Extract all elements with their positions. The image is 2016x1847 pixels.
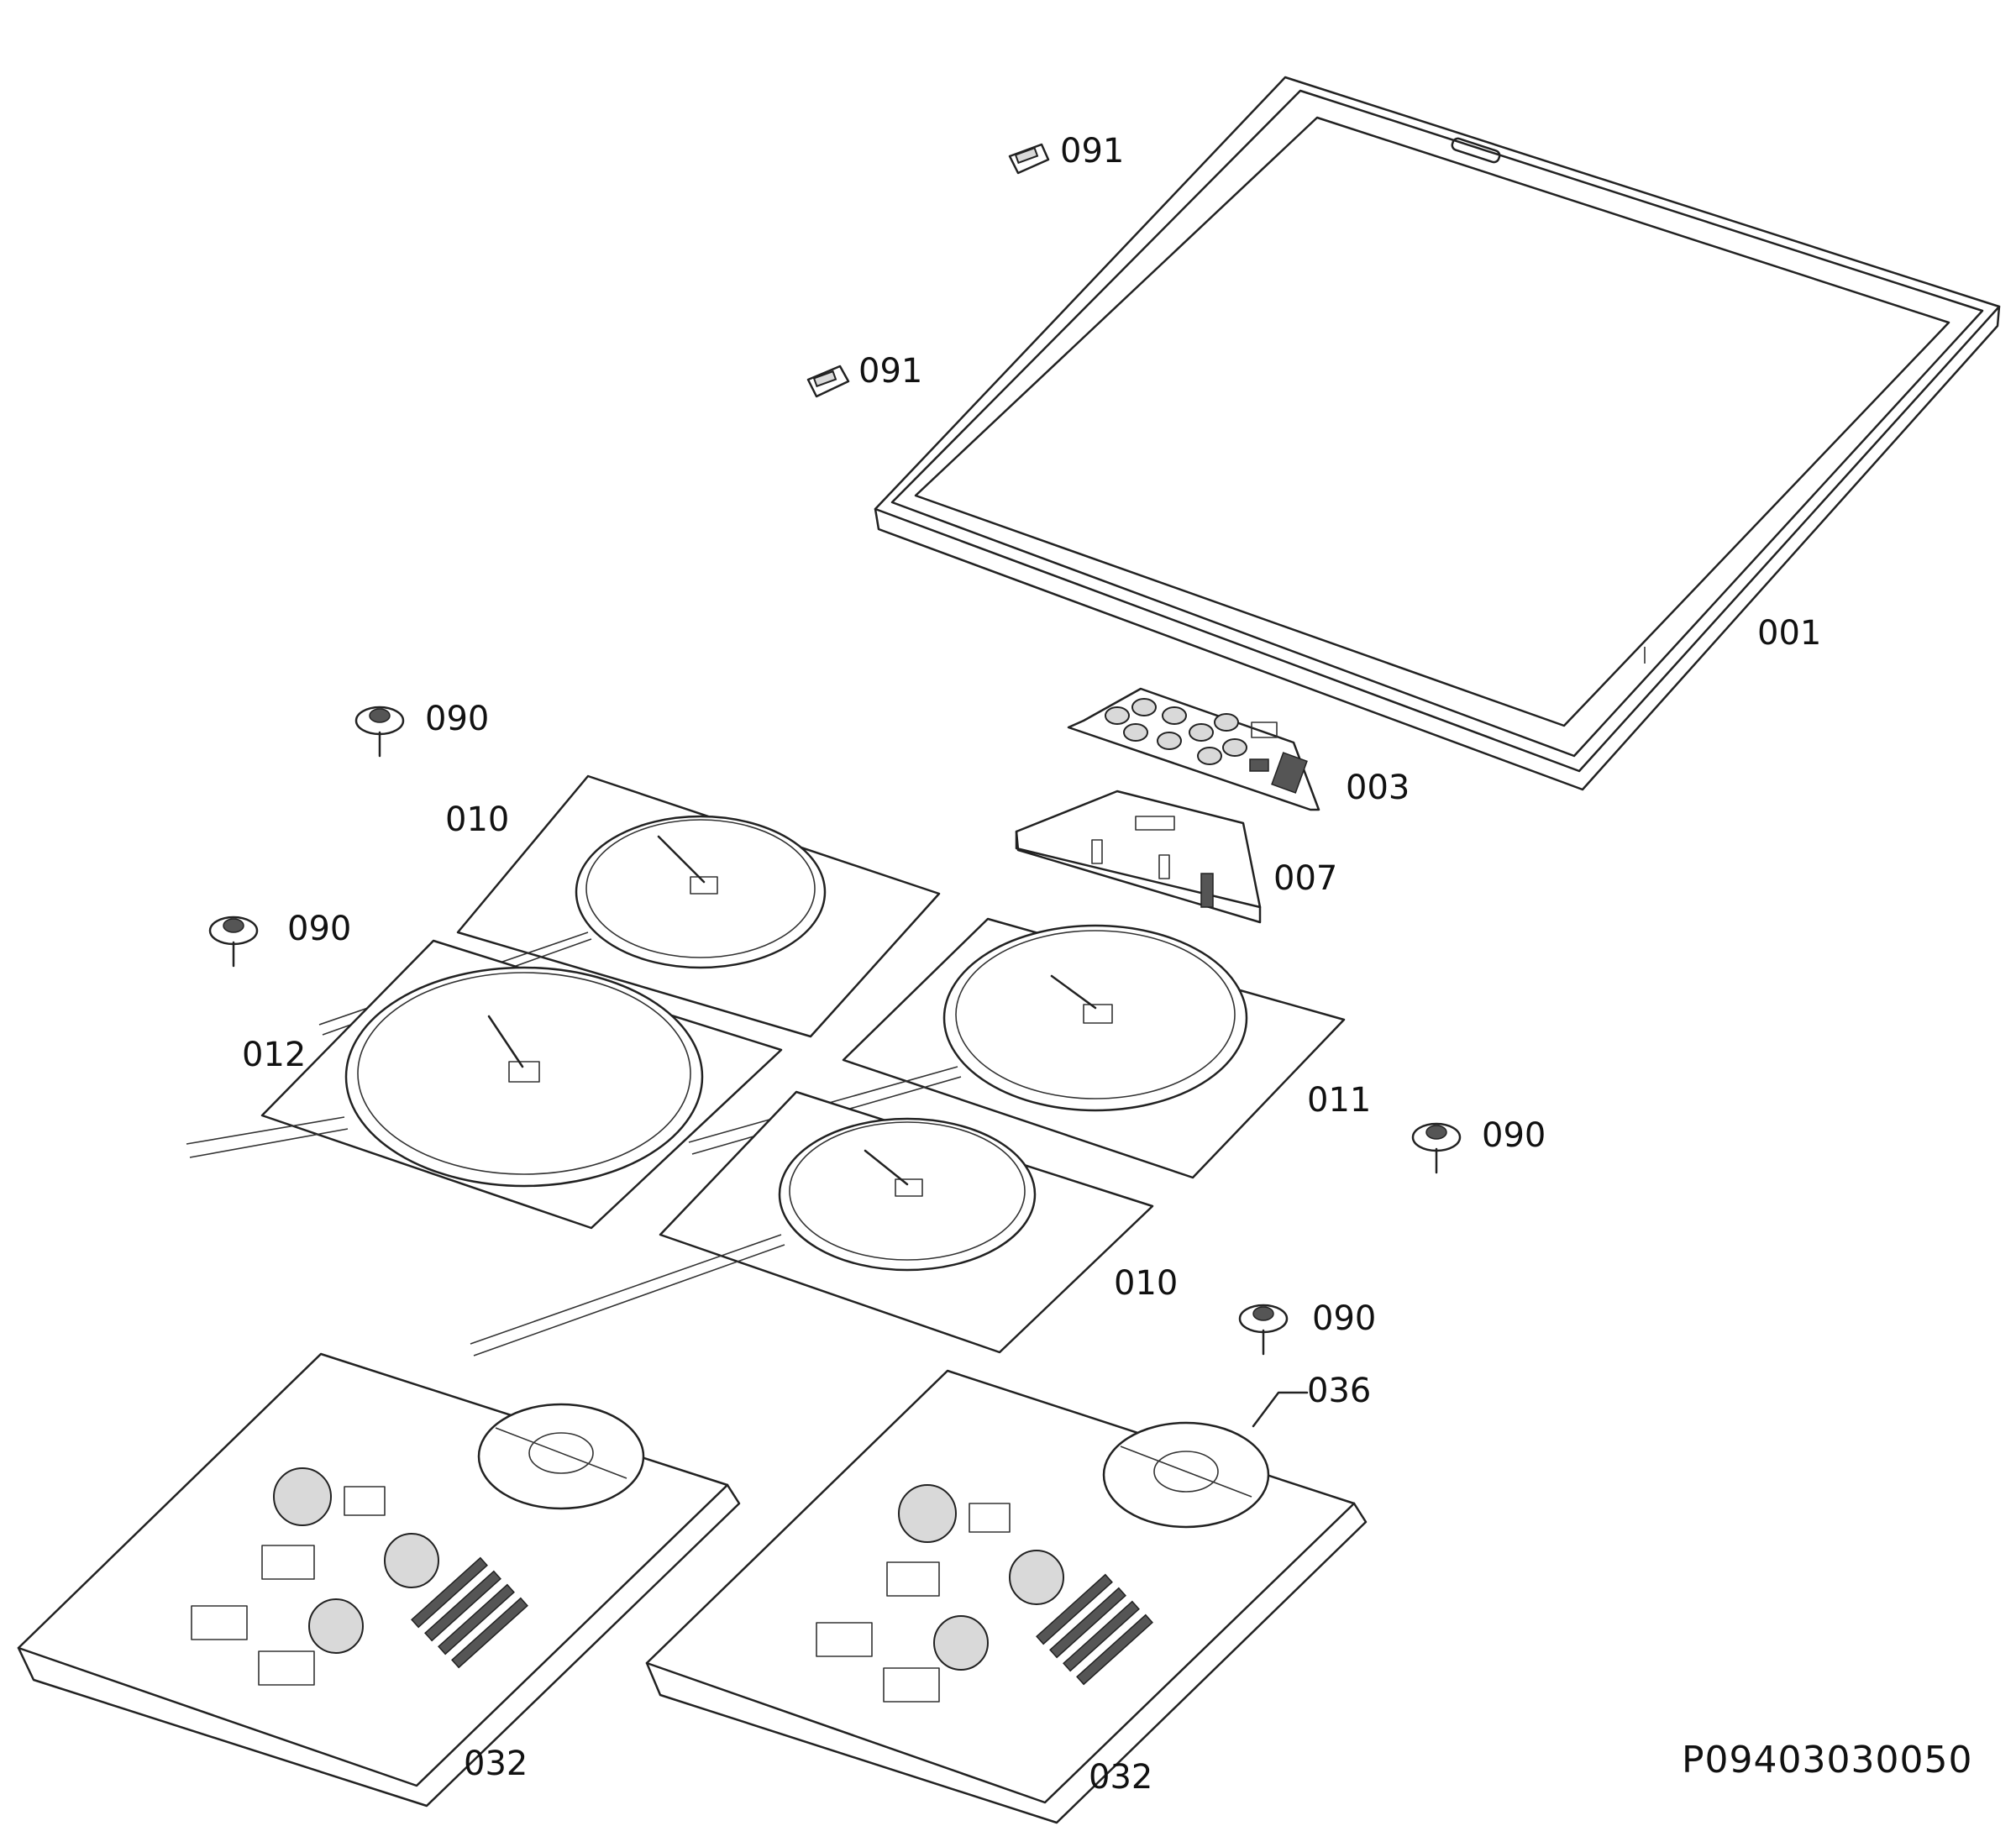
label-090-2: 090 — [287, 910, 352, 948]
coil-012-large — [186, 939, 783, 1230]
label-090-1: 090 — [425, 700, 490, 738]
label-007: 007 — [1273, 859, 1338, 898]
label-012: 012 — [242, 1036, 307, 1074]
label-003: 003 — [1346, 769, 1410, 807]
label-011: 011 — [1307, 1081, 1372, 1120]
glass-top-001 — [874, 76, 2001, 791]
label-090-4: 090 — [1312, 1299, 1377, 1338]
label-032-right: 032 — [1089, 1758, 1153, 1797]
drawing-code: P09403030050 — [1682, 1739, 1973, 1781]
label-032-left: 032 — [464, 1745, 528, 1783]
spring-090-1 — [354, 706, 405, 758]
label-091-top: 091 — [1060, 132, 1125, 171]
spring-090-2 — [208, 916, 259, 968]
spring-090-4 — [1238, 1304, 1289, 1356]
power-board-032-left — [17, 1352, 741, 1808]
power-board-032-right — [645, 1369, 1368, 1824]
control-board-003 — [1067, 687, 1320, 811]
spring-090-3 — [1411, 1122, 1462, 1174]
clip-091-mid — [806, 365, 850, 398]
label-091-mid: 091 — [858, 352, 923, 391]
coil-010-back-left — [318, 774, 941, 1038]
clip-091-top — [1008, 143, 1050, 175]
label-090-3: 090 — [1482, 1116, 1546, 1155]
label-036: 036 — [1307, 1372, 1372, 1410]
label-001: 001 — [1757, 614, 1822, 653]
coil-010-front — [470, 1090, 1154, 1356]
coil-011-right — [688, 917, 1346, 1179]
label-010-front: 010 — [1114, 1264, 1179, 1303]
control-housing-007 — [1015, 790, 1262, 924]
label-010-back-left: 010 — [445, 800, 510, 839]
